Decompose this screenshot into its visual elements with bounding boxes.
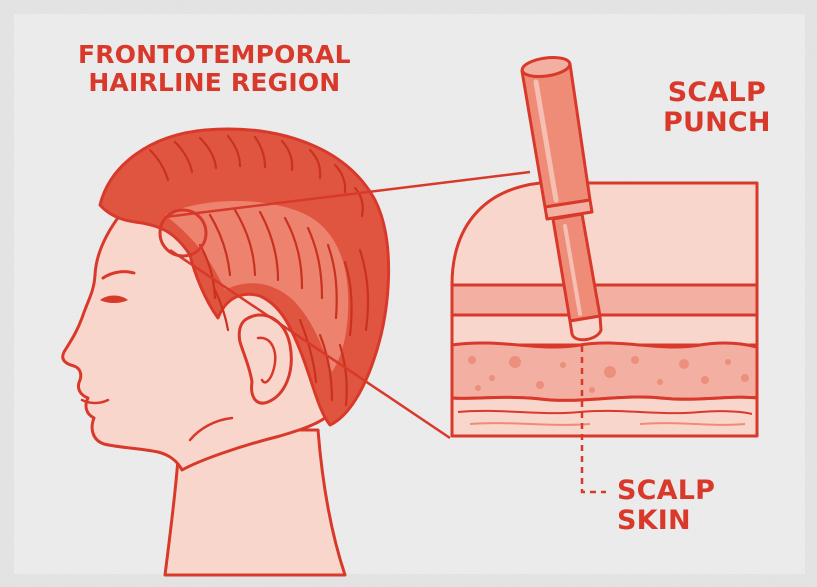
label-frontotemporal-region: FRONTOTEMPORAL HAIRLINE REGION <box>78 41 351 97</box>
label-punch-line2: PUNCH <box>663 108 771 138</box>
label-punch-line1: SCALP <box>663 78 771 108</box>
deep-tissue <box>452 397 757 436</box>
label-scalp-punch: SCALP PUNCH <box>663 78 771 138</box>
punch-tip <box>570 316 601 340</box>
epidermis-dome <box>452 183 757 285</box>
label-region-line1: FRONTOTEMPORAL <box>78 41 351 69</box>
label-region-line2: HAIRLINE REGION <box>78 69 351 97</box>
skin-cross-section <box>452 183 757 436</box>
epidermis-band <box>452 285 757 315</box>
dermis-band <box>452 315 757 345</box>
label-skin-line1: SCALP <box>617 476 715 506</box>
label-skin-line2: SKIN <box>617 506 715 536</box>
label-scalp-skin: SCALP SKIN <box>617 476 715 536</box>
